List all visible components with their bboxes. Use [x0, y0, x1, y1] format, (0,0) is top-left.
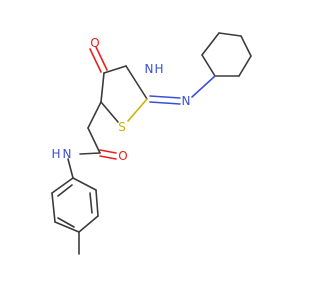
bond: [51, 192, 56, 223]
bond: [191, 75, 216, 98]
bond: [89, 48, 102, 73]
bond: [201, 54, 216, 77]
bonds: [51, 32, 252, 255]
bond: [87, 127, 101, 154]
bond: [57, 217, 75, 228]
bond: [99, 149, 117, 154]
bond: [72, 177, 97, 191]
bond: [78, 215, 99, 233]
bond: [103, 65, 127, 74]
sulfur-atom-label: S: [118, 120, 126, 134]
bond: [218, 32, 242, 37]
bond: [99, 155, 117, 160]
bond: [100, 101, 119, 123]
bond: [201, 32, 220, 56]
bond: [125, 65, 148, 100]
atom-labels: O N H N S O H N: [51, 36, 190, 163]
hydrogen-atom-label: H: [154, 62, 163, 76]
oxygen-atom-label: O: [118, 149, 127, 163]
oxygen-atom-label: O: [90, 36, 99, 50]
bond: [127, 98, 148, 122]
bond: [238, 55, 252, 77]
bond: [95, 189, 99, 217]
bond: [57, 184, 73, 197]
bond: [89, 192, 93, 214]
bond: [54, 221, 80, 233]
bond: [51, 177, 74, 194]
bond: [100, 72, 105, 103]
nitrogen-atom-label: N: [63, 147, 72, 161]
nitrogen-atom-label: N: [145, 62, 154, 76]
bond: [149, 95, 181, 99]
nitrogen-atom-label: N: [182, 94, 191, 108]
molecule-structure-diagram: O N H N S O H N: [51, 32, 252, 255]
bond: [149, 101, 181, 105]
bond: [95, 46, 108, 71]
bond: [79, 152, 101, 155]
bond: [240, 35, 252, 57]
bond: [67, 158, 74, 179]
hydrogen-atom-label: H: [51, 147, 60, 161]
bond: [87, 101, 102, 129]
